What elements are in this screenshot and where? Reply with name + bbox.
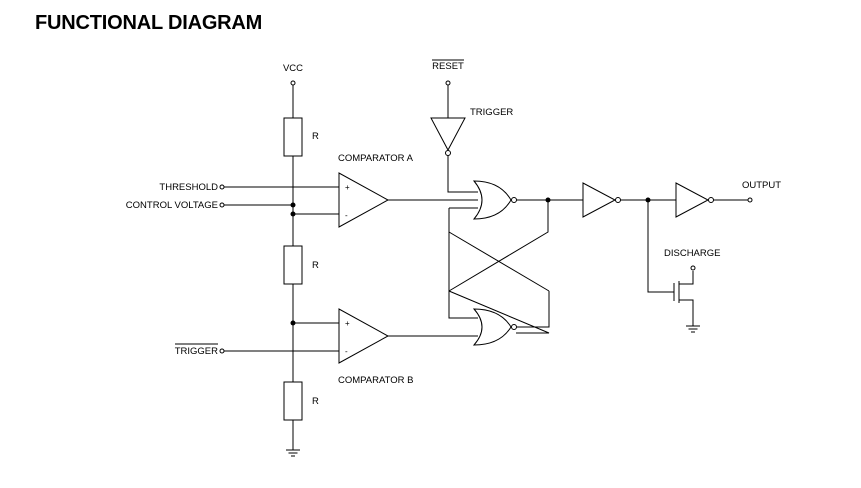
discharge-transistor: [673, 271, 694, 326]
discharge-label: DISCHARGE: [664, 248, 720, 259]
threshold-label: THRESHOLD: [159, 182, 218, 193]
nor-gate-bottom: [472, 308, 517, 346]
resistor-r3-label: R: [312, 396, 319, 407]
threshold-terminal: [219, 184, 225, 190]
discharge-gate-wire: [647, 200, 674, 293]
resistor-r2-label: R: [312, 260, 319, 271]
reset-terminal: [445, 80, 451, 86]
comparator-a: [338, 172, 390, 228]
trigger-input-label: TRIGGER: [175, 346, 218, 357]
comparator-a-plus: +: [345, 183, 350, 192]
comparator-b: [338, 308, 390, 364]
resistor-r1: [283, 117, 303, 157]
output-terminal: [747, 197, 753, 203]
trigger-input-terminal: [219, 348, 225, 354]
ground-icon: [286, 449, 300, 457]
resistor-r2: [283, 245, 303, 285]
comparator-a-label: COMPARATOR A: [338, 153, 414, 164]
latch-feedback-a: [448, 208, 550, 334]
comparator-a-minus: -: [345, 211, 348, 220]
control-voltage-label: CONTROL VOLTAGE: [126, 200, 218, 211]
discharge-terminal: [690, 265, 696, 271]
page-title: FUNCTIONAL DIAGRAM: [35, 12, 263, 34]
comparator-b-minus: -: [345, 347, 348, 356]
nor-bottom-input-a: [448, 232, 478, 319]
discharge-ground-icon: [686, 325, 700, 333]
output-label: OUTPUT: [742, 180, 781, 191]
output-inverter: [675, 182, 714, 218]
control-voltage-terminal: [219, 202, 225, 208]
resistor-r1-label: R: [312, 131, 319, 142]
trigger-gate-label: TRIGGER: [470, 107, 513, 118]
resistor-r3: [283, 381, 303, 421]
vcc-label: VCC: [283, 63, 303, 74]
reset-inverter: [430, 117, 466, 156]
reset-label: RESET: [432, 61, 464, 72]
nor-gate-top: [472, 180, 517, 220]
reset-to-nor-wire: [447, 155, 478, 193]
latch-cross-b: [448, 200, 549, 292]
comparator-b-plus: +: [345, 319, 350, 328]
buffer-inverter: [582, 182, 621, 218]
vcc-terminal: [290, 80, 296, 118]
nor-bottom-output-wire: [517, 291, 550, 328]
junction-control: [290, 202, 296, 208]
comparator-b-label: COMPARATOR B: [338, 375, 413, 386]
